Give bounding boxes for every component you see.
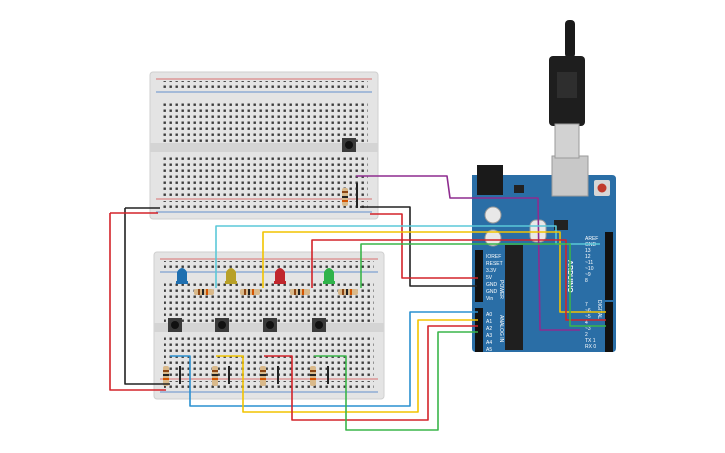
analog-header[interactable]	[475, 308, 483, 352]
wire-yellow-analog	[216, 319, 478, 413]
wire-green-signal	[360, 243, 606, 327]
pulldown-resistors	[163, 366, 316, 386]
wire-green-analog	[314, 331, 478, 431]
usb-port	[551, 155, 589, 197]
pin-label-reset: RESET	[486, 261, 503, 267]
led-resistors	[194, 289, 358, 295]
capacitor	[484, 206, 502, 224]
wire-red-signal	[311, 239, 606, 321]
led-green[interactable]	[323, 268, 335, 284]
wire-purple	[356, 175, 580, 331]
pin-label-d11: ~11	[585, 260, 593, 266]
pin-label-d10: ~10	[585, 266, 594, 272]
ground-jumpers	[179, 183, 358, 384]
pushbutton-top[interactable]	[342, 138, 356, 152]
breadboard-bottom[interactable]	[153, 251, 385, 400]
pin-label-gnd1: GND	[486, 282, 498, 288]
pin-label-d13: 13	[585, 248, 591, 254]
digital-section-label: DIGITAL	[596, 300, 602, 319]
pin-label-vin: Vin	[486, 296, 493, 302]
power-section-label: POWER	[498, 280, 504, 299]
pin-label-d12: 12	[585, 254, 591, 260]
wire-black-left	[124, 208, 170, 385]
pin-label-d5: ~5	[585, 314, 591, 320]
pin-label-a5: A5	[486, 347, 492, 353]
wire-red-top	[370, 213, 478, 279]
wire-red-analog	[264, 325, 478, 421]
pushbuttons-bottom[interactable]	[168, 318, 326, 332]
wire-blue-analog	[170, 311, 478, 407]
usb-cable	[549, 20, 585, 159]
wire-black-top	[360, 206, 477, 287]
pin-label-d8: 8	[585, 278, 588, 284]
pin-label-d4: 4	[585, 320, 588, 326]
pin-label-ioref: IOREF	[486, 254, 501, 260]
analog-section-label: ANALOG IN	[498, 315, 504, 343]
pin-label-gnd2: GND	[486, 289, 498, 295]
pin-label-a3: A3	[486, 333, 492, 339]
pin-label-a4: A4	[486, 340, 492, 346]
pin-label-rx: RX 0	[585, 344, 596, 350]
led-yellow[interactable]	[225, 268, 237, 284]
led-blue[interactable]	[176, 268, 188, 284]
pin-label-tx: TX 1	[585, 338, 596, 344]
pin-label-3v3: 3.3V	[486, 268, 497, 274]
pin-label-d3: ~3	[585, 326, 591, 332]
pin-label-aref: AREF	[585, 236, 598, 242]
pin-label-a1: A1	[486, 319, 492, 325]
pin-label-5v: 5V	[486, 275, 493, 281]
pin-label-d6: ~6	[585, 308, 591, 314]
atmega-chip	[505, 245, 523, 350]
digital-header-lower[interactable]	[605, 302, 613, 352]
capacitor	[484, 229, 502, 247]
dc-jack	[477, 165, 503, 195]
power-header[interactable]	[475, 250, 483, 302]
pin-label-gnd3: GND	[585, 242, 597, 248]
pin-label-d7: 7	[585, 302, 588, 308]
wires	[109, 175, 606, 431]
breadboard-top[interactable]	[149, 71, 379, 220]
pin-label-a2: A2	[486, 326, 492, 332]
pin-label-a0: A0	[486, 312, 492, 318]
resistor-top	[342, 188, 348, 206]
wire-red-left	[109, 213, 166, 391]
pin-label-d9: ~9	[585, 272, 591, 278]
digital-header-upper[interactable]	[605, 232, 613, 300]
wire-yellow	[262, 231, 606, 313]
led-red[interactable]	[274, 268, 286, 284]
arduino-uno-board[interactable]: IOREF RESET 3.3V 5V GND GND Vin POWER A0…	[472, 155, 616, 353]
pin-label-d2: 2	[585, 332, 588, 338]
